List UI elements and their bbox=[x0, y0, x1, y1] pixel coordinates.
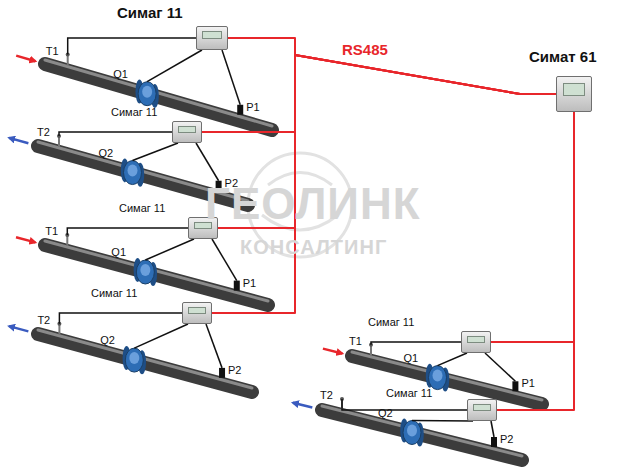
flow-arrow bbox=[16, 237, 35, 242]
sensor-wire bbox=[67, 228, 188, 235]
sensor-tag: P1 bbox=[521, 377, 534, 389]
sensor-tag: T1 bbox=[46, 45, 59, 57]
sensor-tag: Q2 bbox=[100, 334, 115, 346]
sensor-wire bbox=[68, 38, 196, 55]
device-name: Симаг 11 bbox=[111, 106, 157, 118]
device-screen bbox=[563, 83, 585, 96]
rs485-line bbox=[491, 112, 574, 342]
sensor-wire bbox=[206, 324, 222, 368]
sensor-wire bbox=[491, 421, 494, 437]
sensor-wire bbox=[371, 342, 461, 345]
flowmeter-highlight bbox=[140, 264, 150, 276]
flowmeter-highlight bbox=[433, 370, 443, 382]
flowmeter-converter: Симаг 11 bbox=[182, 302, 212, 324]
sensor-tag: P1 bbox=[243, 277, 256, 289]
device-screen bbox=[178, 126, 196, 134]
sensor-tag: Q1 bbox=[113, 68, 128, 80]
sensor-tag: Q1 bbox=[404, 352, 419, 364]
pressure-sensor bbox=[237, 105, 243, 115]
sensor-tag: P2 bbox=[228, 364, 241, 376]
pipe-highlight bbox=[352, 352, 542, 400]
sensor-wire bbox=[59, 132, 172, 136]
flowmeter-highlight bbox=[128, 165, 138, 177]
sensor-tag: Q2 bbox=[378, 407, 393, 419]
device-name: Симаг 11 bbox=[386, 387, 432, 399]
pipe-highlight bbox=[45, 60, 272, 126]
sensor-wire bbox=[342, 399, 467, 410]
sensor-wire bbox=[133, 143, 179, 161]
flowmeter bbox=[429, 366, 447, 390]
pipe bbox=[45, 245, 268, 305]
sensor-wire bbox=[134, 324, 188, 348]
flowmeter bbox=[403, 421, 421, 445]
rs485-line bbox=[497, 112, 574, 410]
sensor-tag: T2 bbox=[320, 389, 333, 401]
sensor-tag: Q2 bbox=[99, 147, 114, 159]
flowmeter-highlight bbox=[407, 425, 417, 437]
pipe-highlight bbox=[45, 241, 268, 301]
sensor-wire bbox=[59, 313, 182, 324]
watermark: КОНСАЛТИНГ bbox=[240, 236, 387, 258]
flowmeter bbox=[138, 82, 156, 106]
sensor-tag: T1 bbox=[349, 335, 362, 347]
device-name: Симаг 11 bbox=[368, 316, 414, 328]
sensor-tag: P1 bbox=[246, 101, 259, 113]
sensor-tag: T1 bbox=[45, 225, 58, 237]
sensor-tag: T2 bbox=[37, 314, 50, 326]
sensor-wire bbox=[485, 353, 515, 381]
flow-arrow bbox=[9, 326, 28, 331]
sensor-wire bbox=[147, 50, 202, 82]
sensor-tag: T2 bbox=[37, 126, 50, 138]
flow-arrow bbox=[16, 56, 35, 62]
flowmeter-converter: Симаг 11 bbox=[172, 121, 202, 143]
device-screen bbox=[188, 307, 206, 315]
sensor-wire bbox=[222, 50, 240, 105]
device-name: Симаг 11 bbox=[91, 287, 137, 299]
pressure-sensor bbox=[512, 381, 518, 391]
flowmeter-highlight bbox=[142, 86, 152, 98]
device-screen bbox=[467, 336, 485, 344]
flowmeter bbox=[124, 161, 142, 185]
flow-arrow bbox=[9, 138, 28, 143]
device-name: Симат 61 bbox=[529, 49, 597, 66]
sensor-tag: Q1 bbox=[111, 246, 126, 258]
sensor-wire bbox=[212, 239, 237, 281]
controller-unit: Симат 61 bbox=[556, 76, 592, 112]
device-name: Симаг 11 bbox=[119, 202, 165, 214]
device-screen bbox=[473, 404, 491, 412]
watermark: ГЕОЛИНК bbox=[205, 180, 421, 228]
sensor-wire bbox=[438, 353, 468, 366]
rs485-line bbox=[202, 55, 556, 132]
sensor-wire bbox=[196, 143, 219, 181]
pressure-sensor bbox=[234, 281, 240, 291]
sensor-wire bbox=[412, 420, 473, 422]
sensor-tag: P2 bbox=[500, 433, 513, 445]
pressure-sensor bbox=[491, 437, 497, 447]
flowmeter bbox=[125, 348, 143, 372]
sensor-wire bbox=[145, 239, 194, 260]
rs485-line bbox=[228, 38, 556, 94]
flowmeter-highlight bbox=[129, 352, 139, 364]
flow-arrow bbox=[323, 349, 342, 354]
flowmeter-converter: Симаг 11 bbox=[467, 399, 497, 421]
flowmeter bbox=[136, 260, 154, 284]
flow-arrow bbox=[293, 403, 312, 408]
device-screen bbox=[202, 31, 221, 39]
pipe-highlight bbox=[38, 330, 252, 388]
device-name: Симаг 11 bbox=[117, 5, 183, 22]
flowmeter-converter: Симаг 11 bbox=[196, 26, 228, 50]
bus-label: RS485 bbox=[340, 42, 390, 59]
flowmeter-converter: Симаг 11 bbox=[461, 331, 491, 353]
pressure-sensor bbox=[219, 368, 225, 378]
